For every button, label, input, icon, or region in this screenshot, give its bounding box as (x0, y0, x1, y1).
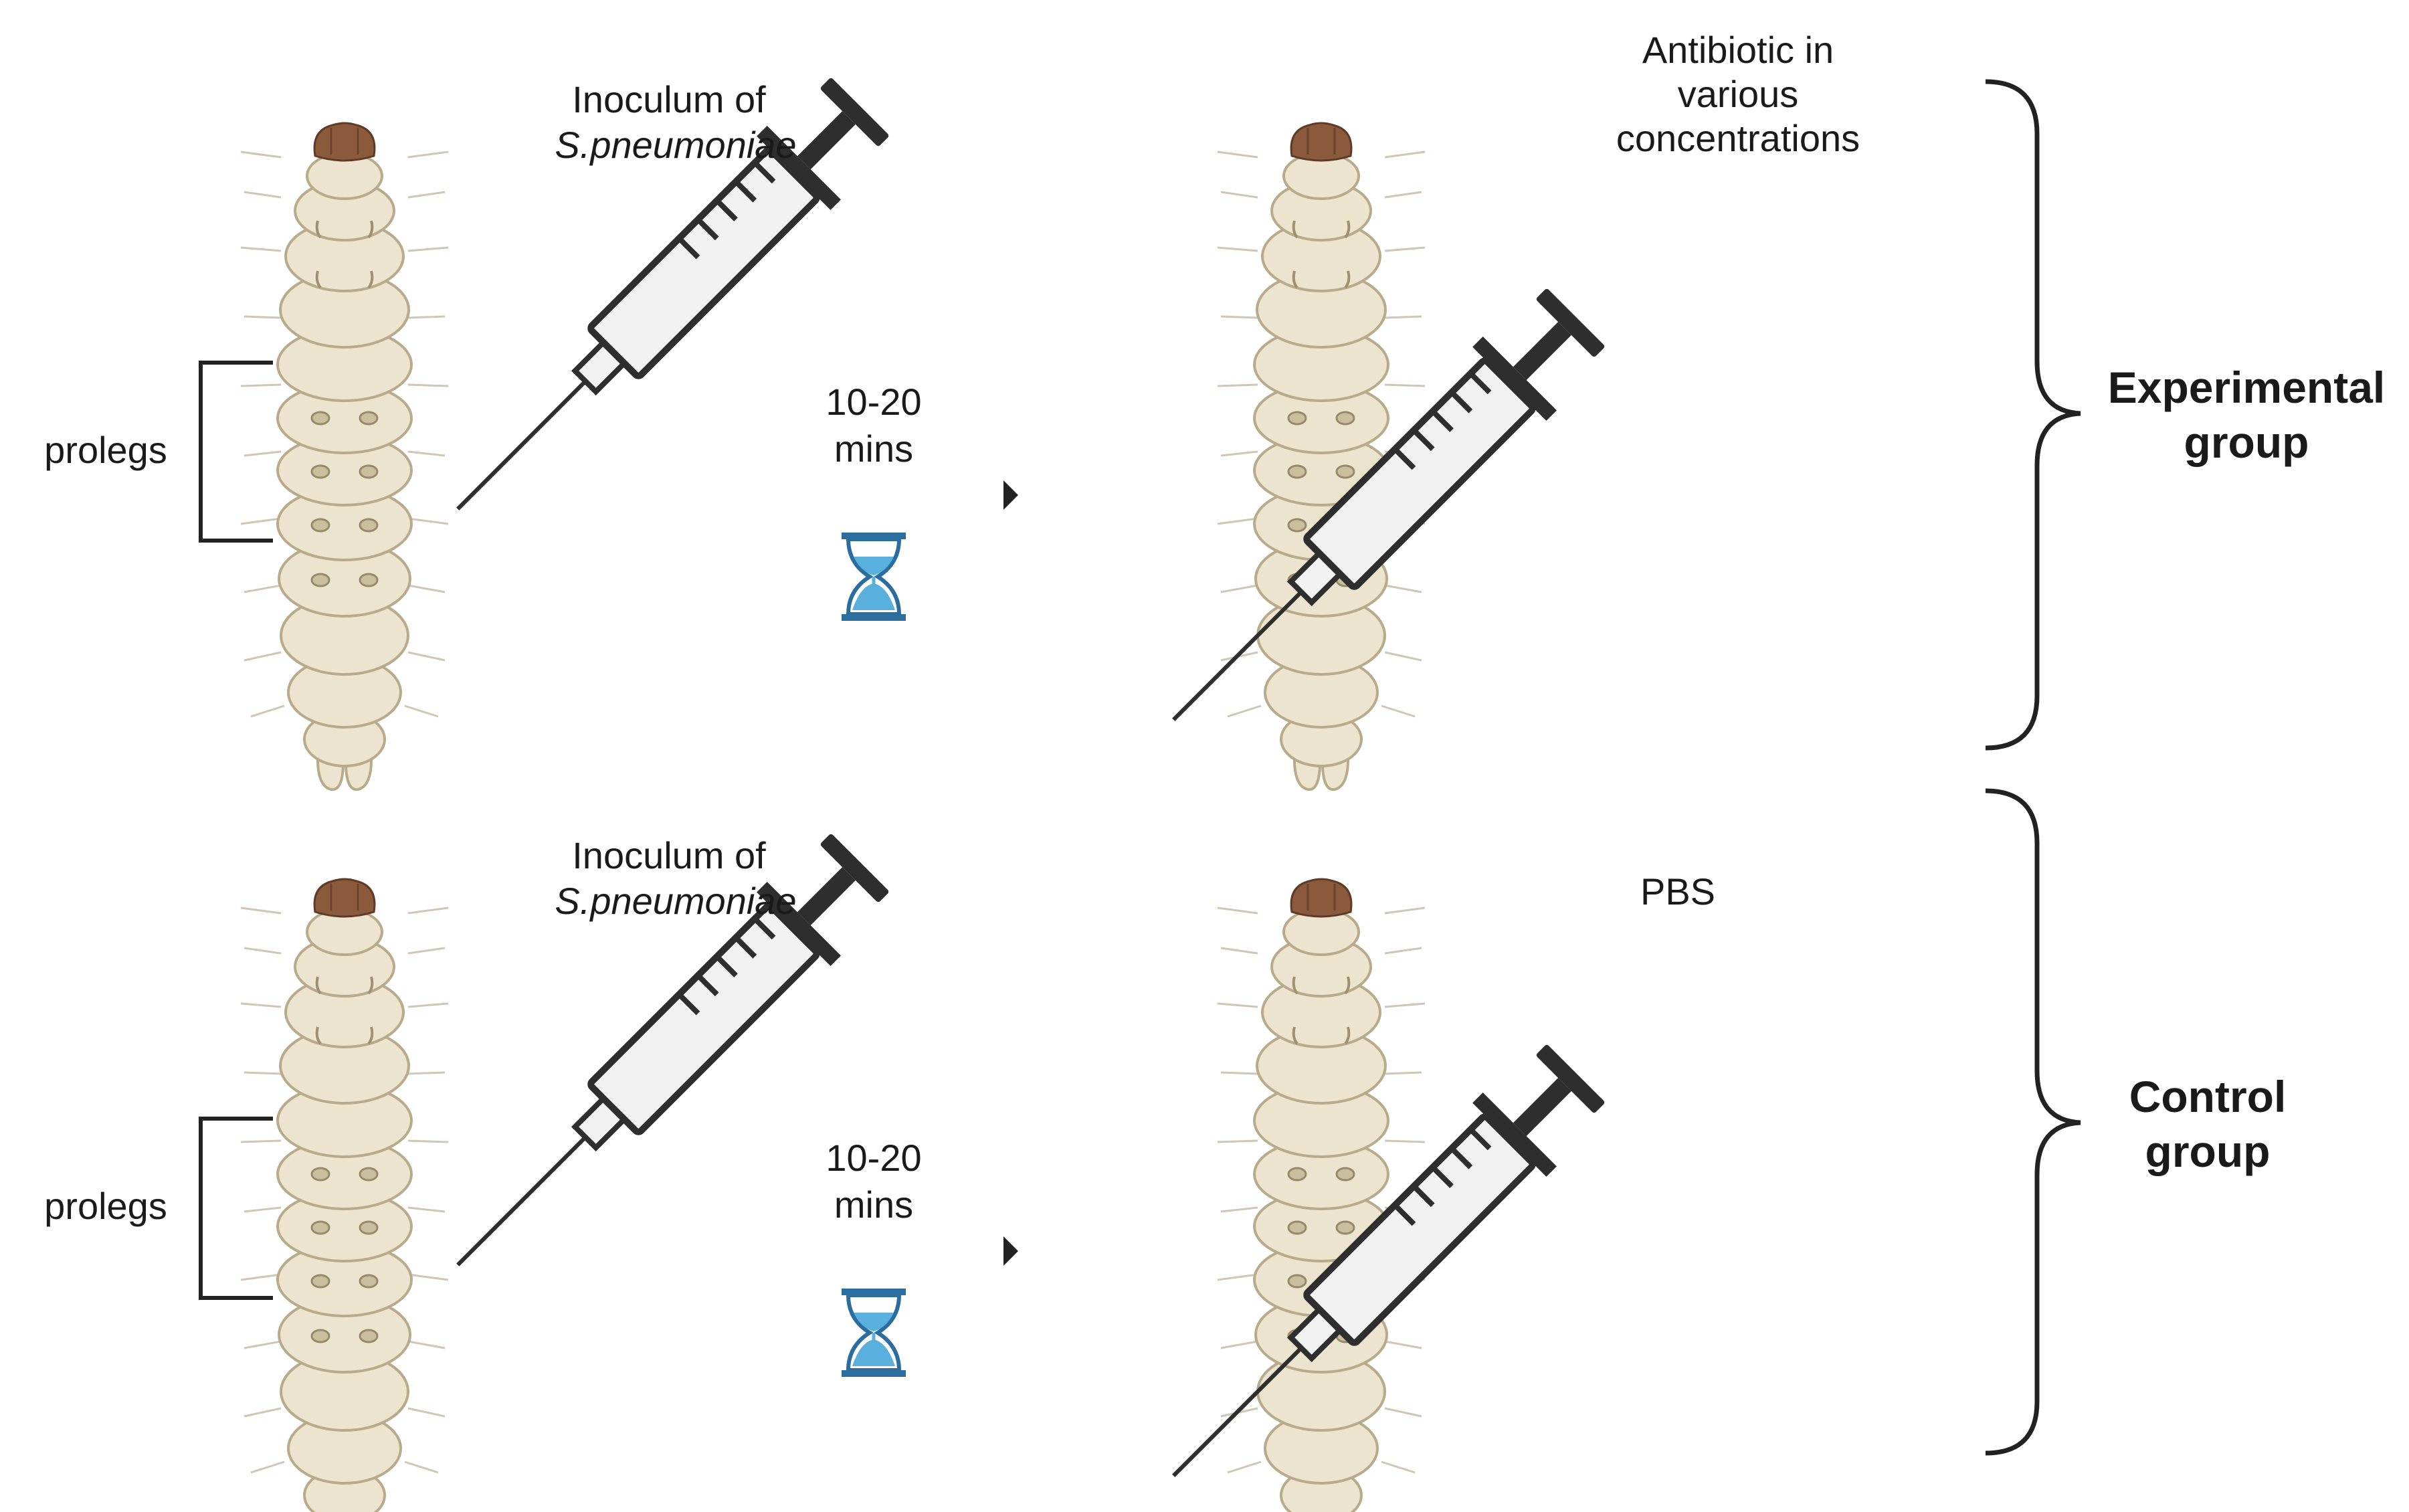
group-label-line1: Experimental (2108, 363, 2386, 412)
larva-icon (1216, 878, 1426, 1512)
hourglass-icon (842, 533, 906, 621)
wait-time-line2: mins (834, 1184, 913, 1226)
syringe-icon (421, 826, 897, 1302)
treatment-label-line2: various (1678, 73, 1799, 115)
treatment-label-line3: concentrations (1616, 117, 1860, 159)
inoculum-label-line2: S.pneumoniae (555, 124, 796, 166)
treatment-label-line1: PBS (1640, 870, 1715, 913)
group-label-line2: group (2145, 1127, 2271, 1176)
wait-time-line1: 10-20 (826, 1137, 921, 1179)
group-label-line1: Control (2129, 1072, 2287, 1121)
arrow-icon (696, 1236, 1018, 1266)
inoculum-label-line2: S.pneumoniae (555, 880, 796, 922)
hourglass-icon (842, 1289, 906, 1377)
prolegs-bracket-icon (199, 1117, 273, 1300)
prolegs-label: prolegs (44, 429, 167, 471)
experimental-row: prolegs Inoculum of S.pneumoniae 10-20 m… (44, 29, 2386, 791)
treatment-label-line1: Antibiotic in (1642, 29, 1834, 71)
control-row: prolegs Inoculum of S.pneumoniae 10-20 m… (44, 788, 2287, 1512)
wait-time-line1: 10-20 (826, 381, 921, 423)
syringe-icon (1137, 280, 1613, 757)
syringe-icon (421, 70, 897, 546)
wait-time-line2: mins (834, 428, 913, 470)
larva-icon (239, 122, 450, 791)
brace-icon (1985, 79, 2081, 751)
inoculum-label-line1: Inoculum of (572, 78, 766, 120)
brace-icon (1985, 788, 2081, 1456)
prolegs-label: prolegs (44, 1185, 167, 1227)
inoculum-label-line1: Inoculum of (572, 834, 766, 876)
prolegs-bracket-icon (199, 361, 273, 543)
syringe-icon (1137, 1036, 1613, 1512)
arrow-icon (696, 480, 1018, 510)
larva-icon (239, 878, 450, 1512)
group-label-line2: group (2184, 417, 2309, 467)
